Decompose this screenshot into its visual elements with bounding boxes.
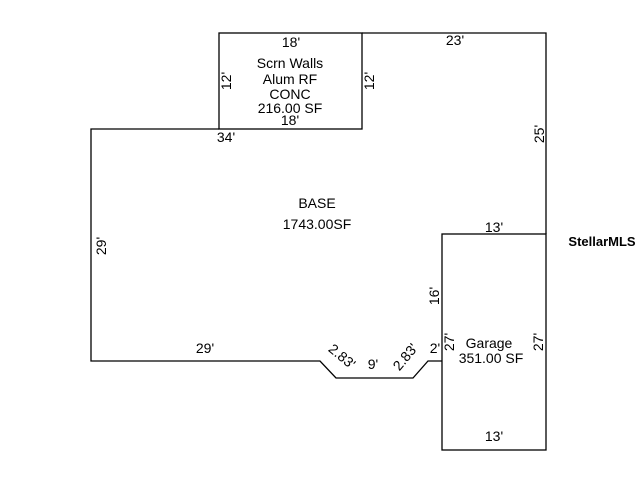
garage-dim-right: 27' xyxy=(530,333,546,351)
base-dim-top-right: 23' xyxy=(446,32,464,48)
base-area: 1743.00SF xyxy=(283,216,352,232)
base-name: BASE xyxy=(298,195,335,211)
base-dim-inner: 16' xyxy=(426,287,442,305)
base-dim-step: 2' xyxy=(430,340,440,356)
base-dim-top-left: 34' xyxy=(217,129,235,145)
base-outline xyxy=(90,128,442,379)
base-dim-right: 25' xyxy=(531,125,547,143)
porch-label-line-1: Scrn Walls xyxy=(257,55,323,71)
base-dim-notch: 9' xyxy=(368,356,378,372)
porch-label-line-2: Alum RF xyxy=(263,71,317,87)
base-dim-garage-top: 13' xyxy=(485,219,503,235)
watermark-text: StellarMLS xyxy=(568,234,636,249)
garage-dim-bottom: 13' xyxy=(485,428,503,444)
porch-label-line-3: CONC xyxy=(269,86,310,102)
base-outline-top-right xyxy=(362,32,547,234)
base-dim-bottom-left: 29' xyxy=(196,340,214,356)
porch-label-area: 216.00 SF xyxy=(258,100,323,116)
base-dim-angle-right: 2.83' xyxy=(389,340,420,373)
porch-dim-top: 18' xyxy=(282,34,300,50)
porch-dim-left: 12' xyxy=(218,72,234,90)
garage-dim-left: 27' xyxy=(441,333,457,351)
garage-area: 351.00 SF xyxy=(459,350,524,366)
garage-name: Garage xyxy=(466,335,513,351)
screened-porch-outline xyxy=(218,32,363,130)
porch-dim-bottom: 18' xyxy=(281,112,299,128)
porch-dim-right: 12' xyxy=(361,72,377,90)
base-dim-left: 29' xyxy=(93,237,109,255)
base-dim-angle-left: 2.83' xyxy=(326,340,359,371)
garage-outline xyxy=(441,233,547,451)
